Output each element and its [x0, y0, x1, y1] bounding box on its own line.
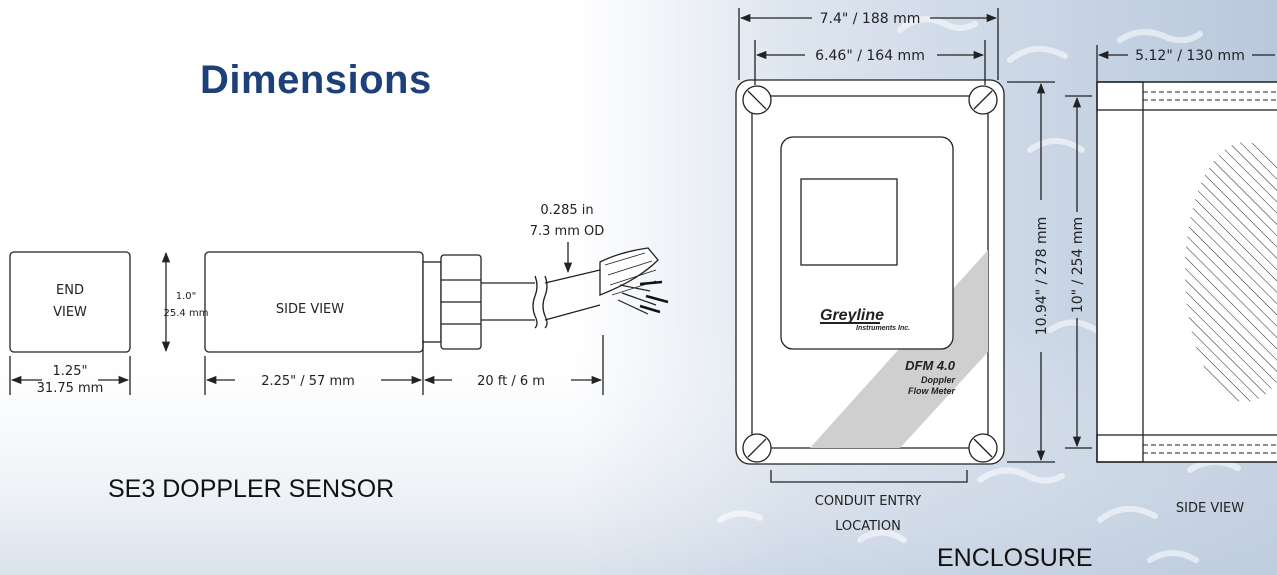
enclosure-dims [738, 8, 1275, 463]
end-width-label-1: 1.25" [53, 364, 88, 379]
sensor-height-label-2: 25.4 mm [164, 308, 209, 319]
overall-height-label: 10.94" / 278 mm [1034, 217, 1050, 336]
sensor-caption: SE3 DOPPLER SENSOR [108, 475, 395, 503]
body-length-label: 2.25" / 57 mm [261, 374, 355, 389]
page-title: Dimensions [200, 58, 432, 102]
enclosure-side [1096, 81, 1277, 463]
conduit-label-1: CONDUIT ENTRY [815, 494, 922, 509]
sensor-end-view [9, 251, 131, 353]
cable-od-label-1: 0.285 in [540, 203, 593, 218]
product-desc-2: Flow Meter [908, 386, 956, 396]
conduit-bracket [770, 470, 968, 483]
enclosure-front [735, 79, 1005, 483]
sensor-cable [481, 282, 535, 321]
end-width-label-2: 31.75 mm [37, 381, 104, 396]
cable-length-label: 20 ft / 6 m [477, 374, 545, 389]
sensor-height-label-1: 1.0" [176, 291, 197, 302]
side-view-label: SIDE VIEW [276, 302, 344, 317]
end-view-label-1: END [56, 283, 84, 298]
mount-height-label: 10" / 254 mm [1070, 217, 1086, 313]
sensor-drawing [9, 242, 669, 395]
side-hatch [1185, 142, 1277, 402]
greyline-logo-sub: Instruments Inc. [856, 325, 910, 332]
display-screen [800, 178, 898, 266]
enclosure-side-view-label: SIDE VIEW [1176, 501, 1244, 516]
depth-label: 5.12" / 130 mm [1135, 48, 1245, 64]
enclosure-caption: ENCLOSURE [937, 544, 1093, 572]
greyline-logo: Greyline [820, 307, 884, 324]
conduit-label-2: LOCATION [835, 519, 901, 534]
product-model: DFM 4.0 [905, 358, 956, 373]
sensor-gland [422, 261, 442, 343]
cable-od-label-2: 7.3 mm OD [530, 224, 605, 239]
overall-width-label: 7.4" / 188 mm [820, 11, 921, 27]
mount-width-label: 6.46" / 164 mm [815, 48, 925, 64]
product-desc-1: Doppler [921, 375, 955, 385]
end-view-label-2: VIEW [53, 305, 87, 320]
